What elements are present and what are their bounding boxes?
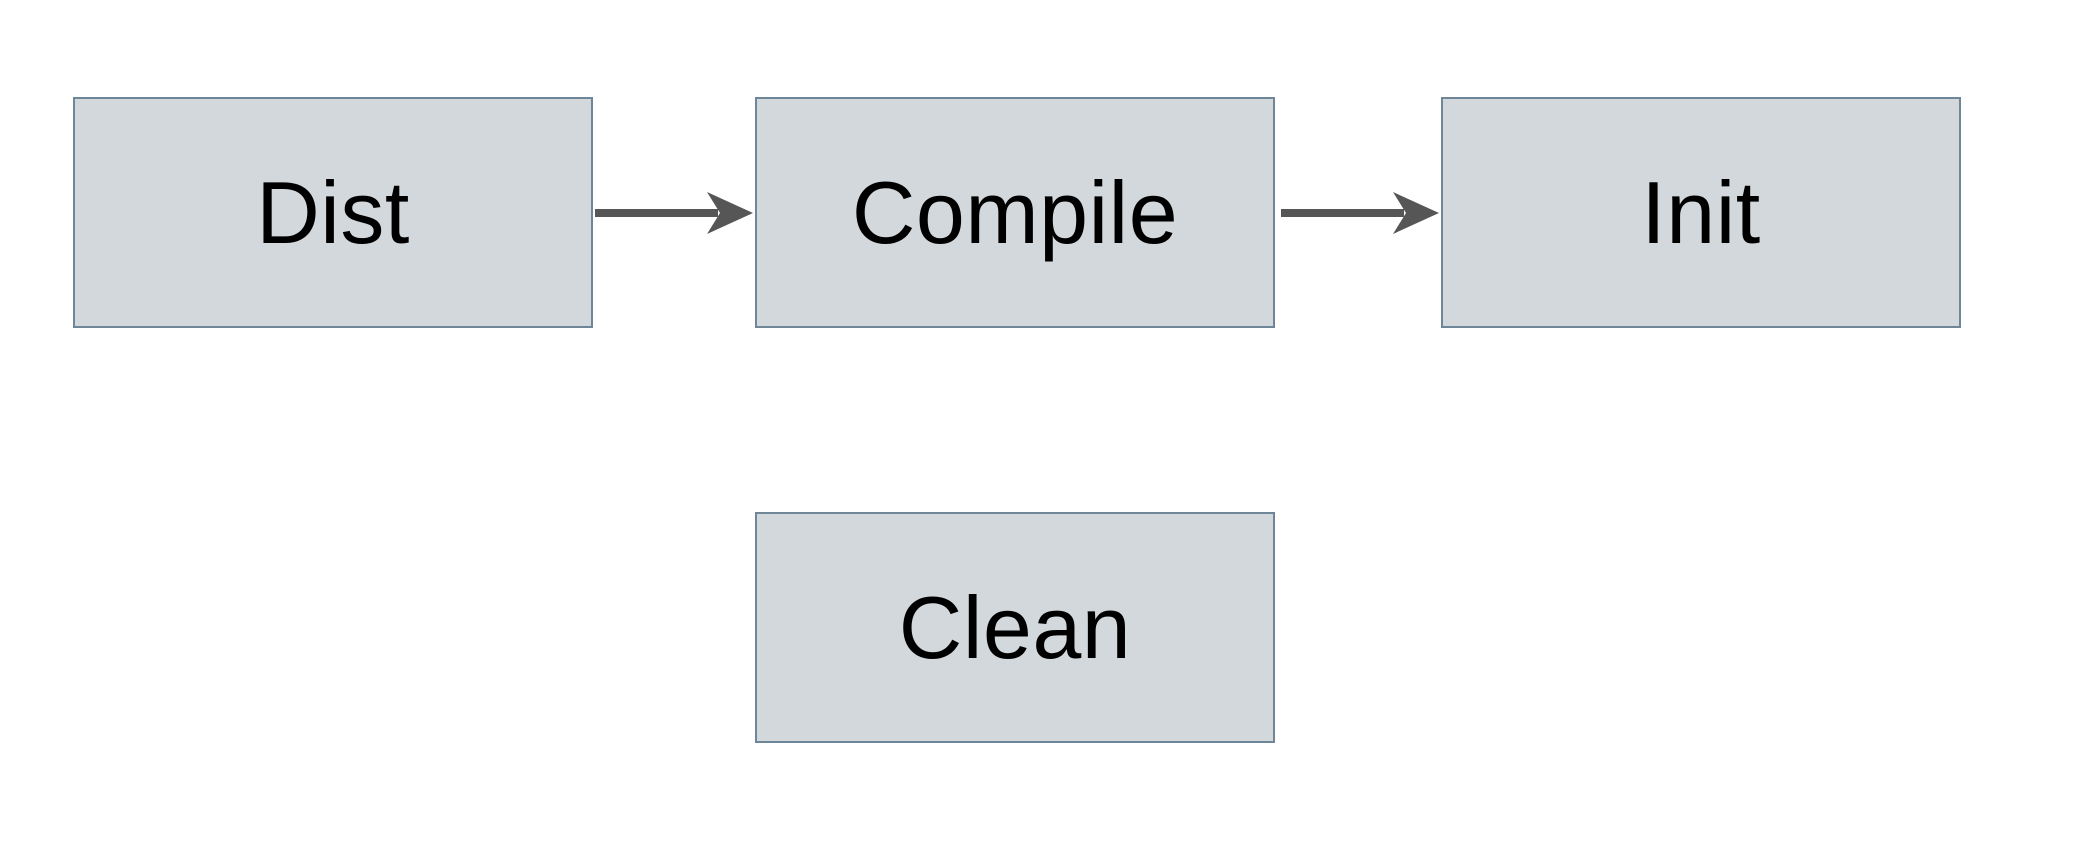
node-init: Init (1441, 97, 1961, 328)
arrow-compile-to-init (1281, 192, 1439, 234)
node-dist: Dist (73, 97, 593, 328)
arrow-head (1393, 192, 1439, 234)
arrow-head (707, 192, 753, 234)
arrow-dist-to-compile (595, 192, 753, 234)
node-clean-label: Clean (898, 577, 1132, 677)
node-init-label: Init (1641, 162, 1761, 262)
node-compile: Compile (755, 97, 1275, 328)
node-compile-label: Compile (851, 162, 1179, 262)
node-dist-label: Dist (256, 162, 410, 262)
node-clean: Clean (755, 512, 1275, 743)
